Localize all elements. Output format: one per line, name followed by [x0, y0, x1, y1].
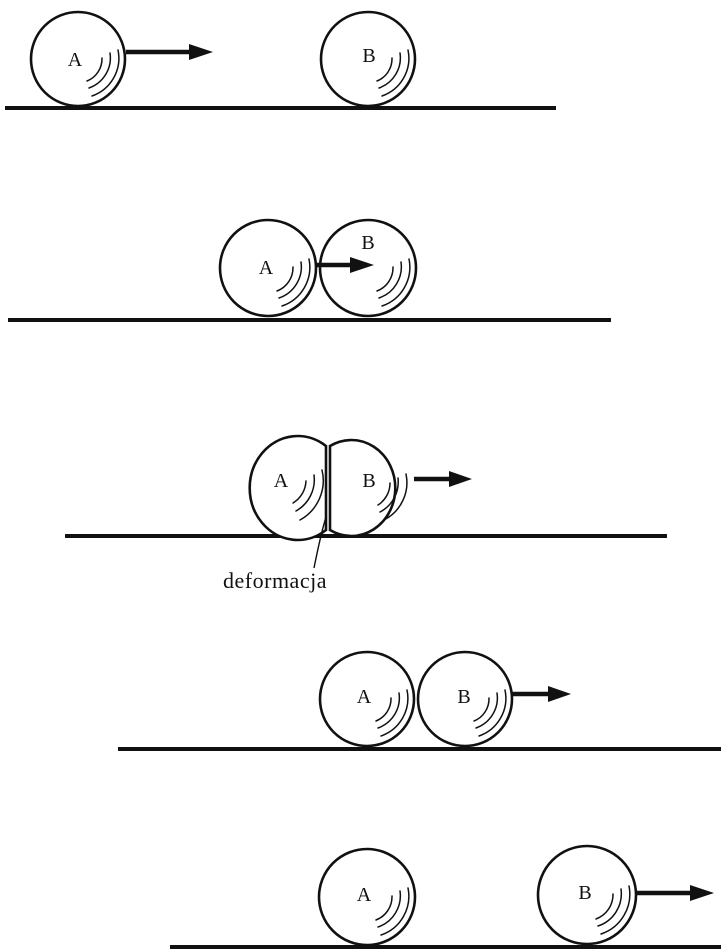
stage-4: A B	[118, 650, 721, 751]
ball-b-label: B	[361, 232, 374, 254]
ball-b: B	[318, 218, 418, 318]
ball-a: A	[318, 650, 416, 748]
stage-5: A B	[170, 844, 721, 949]
ball-a: A	[218, 218, 318, 318]
ball-b-label: B	[578, 882, 591, 904]
velocity-arrow-a	[316, 257, 374, 273]
ball-a-label: A	[68, 49, 83, 71]
deformation-leader-line	[313, 516, 327, 569]
ball-a: A	[317, 847, 417, 947]
ball-b: B	[536, 844, 638, 946]
ball-a-label: A	[357, 686, 372, 708]
ball-b-label: B	[457, 686, 470, 708]
deformation-caption: deformacja	[223, 568, 327, 593]
ball-a-label: A	[259, 257, 274, 279]
velocity-arrow-a	[126, 44, 213, 60]
ball-a-label: A	[274, 470, 289, 492]
velocity-arrow-b	[414, 471, 472, 487]
velocity-arrow-b	[512, 686, 571, 702]
ball-a: A	[29, 10, 127, 108]
stage-1: A B	[5, 10, 556, 110]
ball-a: A	[248, 434, 328, 542]
ball-b: B	[416, 650, 514, 748]
ball-b-label: B	[362, 470, 375, 492]
ball-a-label: A	[357, 884, 372, 906]
ball-b-label: B	[362, 45, 375, 67]
stage-3: A B deformacja	[65, 434, 667, 593]
stage-2: A B	[8, 218, 611, 322]
ball-b: B	[328, 438, 408, 538]
ball-b: B	[319, 10, 417, 108]
velocity-arrow-b	[636, 885, 714, 901]
